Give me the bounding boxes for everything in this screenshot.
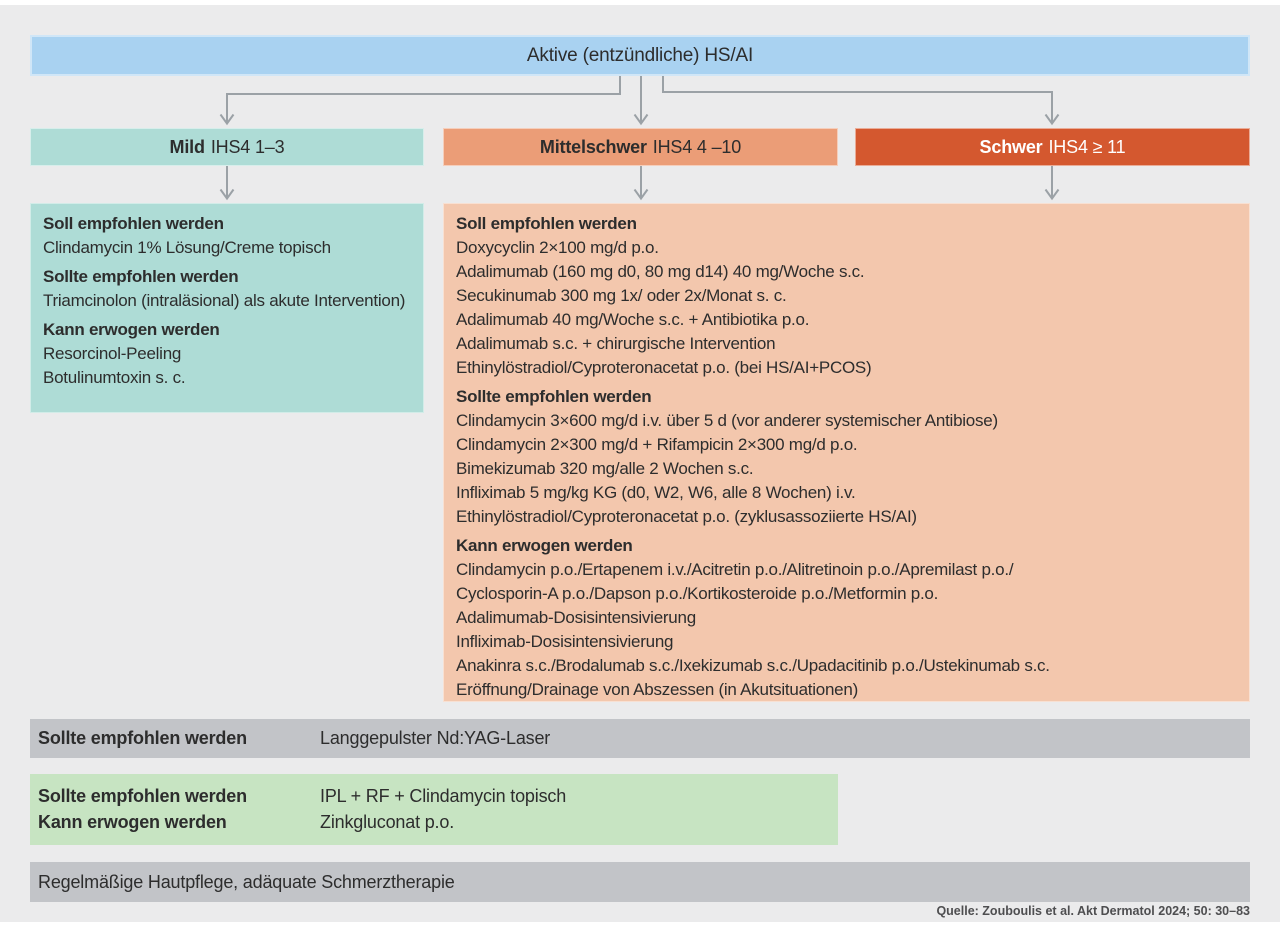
therapy-item: Resorcinol-Peeling <box>43 344 182 363</box>
laser-recommendation-bar: Sollte empfohlen werden Langgepulster Nd… <box>30 719 1250 758</box>
adjunct-row: Kann erwogen werden Zinkgluconat p.o. <box>38 809 838 835</box>
severity-mild-name: Mild <box>169 136 205 157</box>
therapy-item: Bimekizumab 320 mg/alle 2 Wochen s.c. <box>456 459 754 478</box>
recommendation-section: Soll empfohlen werden Doxycyclin 2×100 m… <box>456 212 1237 380</box>
therapy-item: Secukinumab 300 mg 1x/ oder 2x/Monat s. … <box>456 286 787 305</box>
therapy-item: Clindamycin 1% Lösung/Creme topisch <box>43 238 331 257</box>
therapy-box-moderate-severe: Soll empfohlen werden Doxycyclin 2×100 m… <box>443 203 1250 702</box>
therapy-item: Adalimumab s.c. + chirurgische Intervent… <box>456 334 776 353</box>
therapy-item: Triamcinolon (intraläsional) als akute I… <box>43 291 406 310</box>
therapy-item: Eröffnung/Drainage von Abszessen (in Aku… <box>456 680 858 699</box>
adjunct-row-label: Kann erwogen werden <box>38 812 227 832</box>
adjunct-row: Sollte empfohlen werden IPL + RF + Clind… <box>38 783 838 809</box>
therapy-item: Doxycyclin 2×100 mg/d p.o. <box>456 238 659 257</box>
basic-care-bar: Regelmäßige Hautpflege, adäquate Schmerz… <box>30 862 1250 902</box>
therapy-box-mild: Soll empfohlen werden Clindamycin 1% Lös… <box>30 203 424 413</box>
therapy-item: Adalimumab (160 mg d0, 80 mg d14) 40 mg/… <box>456 262 865 281</box>
recommendation-section: Sollte empfohlen werden Clindamycin 3×60… <box>456 385 1237 529</box>
severity-severe-score: IHS4 ≥ 11 <box>1048 136 1126 157</box>
root-node-active-hs: Aktive (entzündliche) HS/AI <box>30 35 1250 76</box>
source-credit: Quelle: Zouboulis et al. Akt Dermatol 20… <box>936 904 1250 918</box>
severity-moderate-score: IHS4 4 –10 <box>652 136 742 157</box>
root-node-label: Aktive (entzündliche) HS/AI <box>526 44 754 66</box>
therapy-item: Botulinumtoxin s. c. <box>43 368 186 387</box>
therapy-item: Ethinylöstradiol/Cyproteronacetat p.o. (… <box>456 507 917 526</box>
therapy-item: Adalimumab-Dosisintensivierung <box>456 608 696 627</box>
basic-care-text: Regelmäßige Hautpflege, adäquate Schmerz… <box>38 871 455 892</box>
therapy-item: Anakinra s.c./Brodalumab s.c./Ixekizumab… <box>456 656 1050 675</box>
adjunct-therapy-box: Sollte empfohlen werden IPL + RF + Clind… <box>30 774 838 845</box>
recommendation-section: Kann erwogen werden Resorcinol-Peeling B… <box>43 318 411 390</box>
recommendation-section: Kann erwogen werden Clindamycin p.o./Ert… <box>456 534 1237 702</box>
therapy-item: Adalimumab 40 mg/Woche s.c. + Antibiotik… <box>456 310 810 329</box>
section-heading: Kann erwogen werden <box>43 320 220 339</box>
section-heading: Sollte empfohlen werden <box>456 387 652 406</box>
section-heading: Sollte empfohlen werden <box>43 267 239 286</box>
therapy-item: Cyclosporin-A p.o./Dapson p.o./Kortikost… <box>456 584 939 603</box>
severity-mild-score: IHS4 1–3 <box>210 136 285 157</box>
severity-moderate-name: Mittelschwer <box>539 136 647 157</box>
severity-header-mild: Mild IHS4 1–3 <box>30 128 424 166</box>
severity-header-moderate: Mittelschwer IHS4 4 –10 <box>443 128 838 166</box>
therapy-item: Clindamycin 2×300 mg/d + Rifampicin 2×30… <box>456 435 858 454</box>
therapy-item: Clindamycin p.o./Ertapenem i.v./Acitreti… <box>456 560 1014 579</box>
therapy-item: Infliximab-Dosisintensivierung <box>456 632 674 651</box>
adjunct-row-label: Sollte empfohlen werden <box>38 786 247 806</box>
section-heading: Soll empfohlen werden <box>43 214 224 233</box>
bar-label: Sollte empfohlen werden <box>38 728 247 748</box>
severity-severe-name: Schwer <box>979 136 1043 157</box>
recommendation-section: Soll empfohlen werden Clindamycin 1% Lös… <box>43 212 411 260</box>
adjunct-row-value: Zinkgluconat p.o. <box>320 812 455 832</box>
section-heading: Soll empfohlen werden <box>456 214 637 233</box>
therapy-item: Ethinylöstradiol/Cyproteronacetat p.o. (… <box>456 358 872 377</box>
therapy-item: Infliximab 5 mg/kg KG (d0, W2, W6, alle … <box>456 483 856 502</box>
adjunct-row-value: IPL + RF + Clindamycin topisch <box>320 786 567 806</box>
section-heading: Kann erwogen werden <box>456 536 633 555</box>
severity-header-severe: Schwer IHS4 ≥ 11 <box>855 128 1250 166</box>
recommendation-section: Sollte empfohlen werden Triamcinolon (in… <box>43 265 411 313</box>
bar-value: Langgepulster Nd:YAG-Laser <box>320 728 551 748</box>
therapy-item: Clindamycin 3×600 mg/d i.v. über 5 d (vo… <box>456 411 998 430</box>
